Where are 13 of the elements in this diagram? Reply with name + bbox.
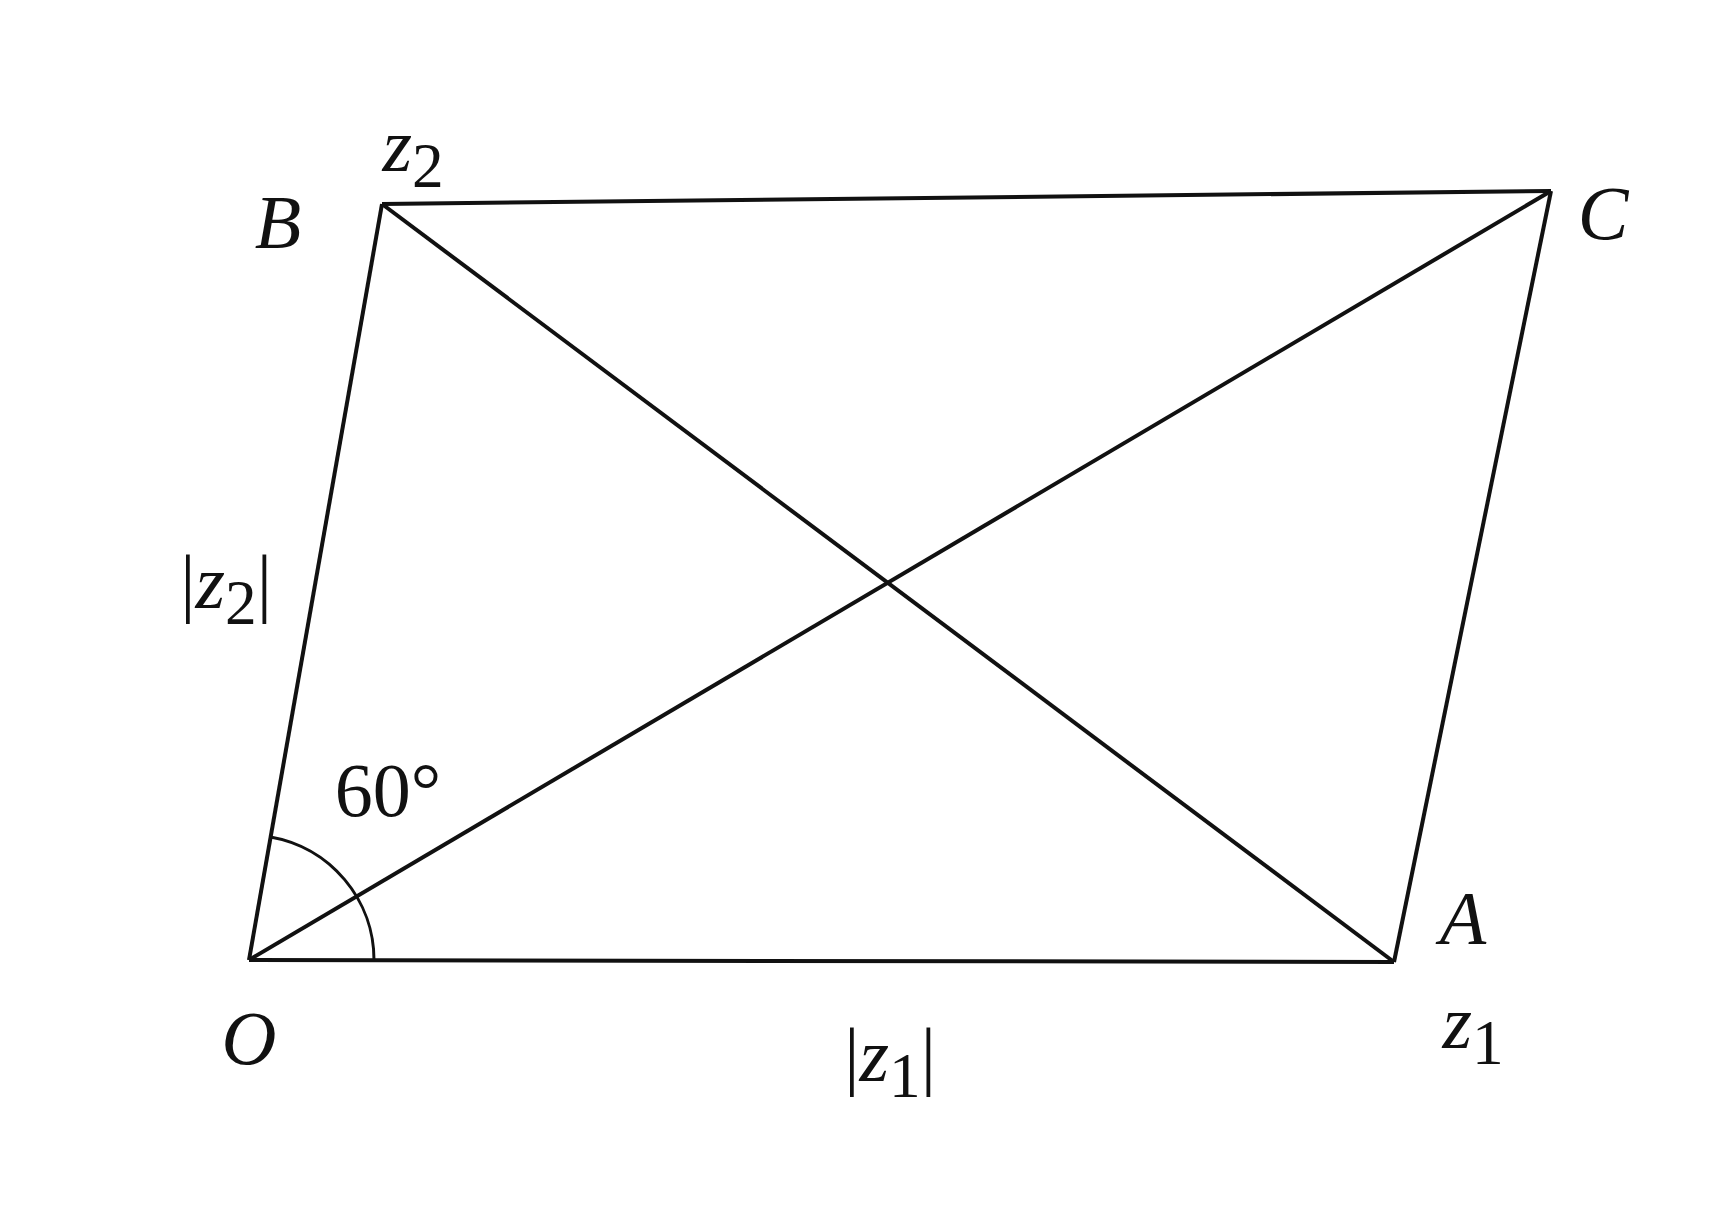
vertex-label: B [254, 184, 302, 260]
complex-number-label: z$_{1}$ [1442, 984, 1504, 1076]
line-segment [249, 958, 1394, 964]
angle-label: 60° [334, 752, 442, 828]
vertex-label: C [1577, 175, 1629, 251]
line-segment [1392, 190, 1553, 963]
line-segment [381, 189, 1552, 206]
line-segment [248, 189, 1552, 962]
complex-number-label: z$_{2}$ [382, 107, 444, 199]
side-length-label: |z$_{1}$| [844, 1017, 936, 1109]
side-length-label: |z$_{2}$| [180, 544, 272, 636]
line-segment [247, 203, 384, 961]
vertex-label: O [221, 1000, 277, 1076]
